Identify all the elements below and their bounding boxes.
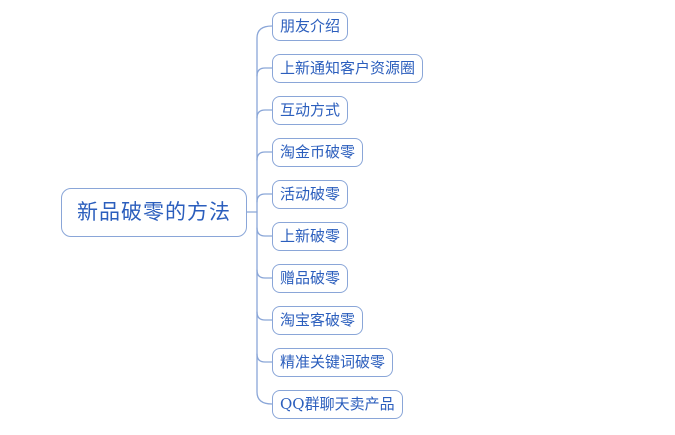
mindmap-root-node[interactable]: 新品破零的方法: [61, 188, 247, 237]
connector-path: [256, 25, 273, 405]
mindmap-child-node[interactable]: 精准关键词破零: [272, 347, 394, 377]
mindmap-child-node[interactable]: QQ群聊天卖产品: [272, 389, 403, 419]
connector-path: [256, 269, 273, 279]
mindmap-child-node[interactable]: 淘金币破零: [272, 137, 364, 167]
connector-path: [256, 109, 273, 119]
connector-path: [256, 151, 273, 161]
mindmap-child-node[interactable]: 朋友介绍: [272, 11, 349, 41]
mindmap-child-node[interactable]: 活动破零: [272, 179, 349, 209]
mindmap-child-node[interactable]: 淘宝客破零: [272, 305, 364, 335]
mindmap-child-node[interactable]: 互动方式: [272, 95, 349, 125]
connector-path: [256, 311, 273, 321]
mindmap-child-node[interactable]: 上新破零: [272, 221, 349, 251]
mindmap-child-node[interactable]: 赠品破零: [272, 263, 349, 293]
mindmap-child-node[interactable]: 上新通知客户资源圈: [272, 53, 424, 83]
connector-path: [256, 227, 273, 237]
connector-path: [256, 67, 273, 77]
connector-path: [256, 193, 273, 203]
connector-path: [256, 353, 273, 363]
